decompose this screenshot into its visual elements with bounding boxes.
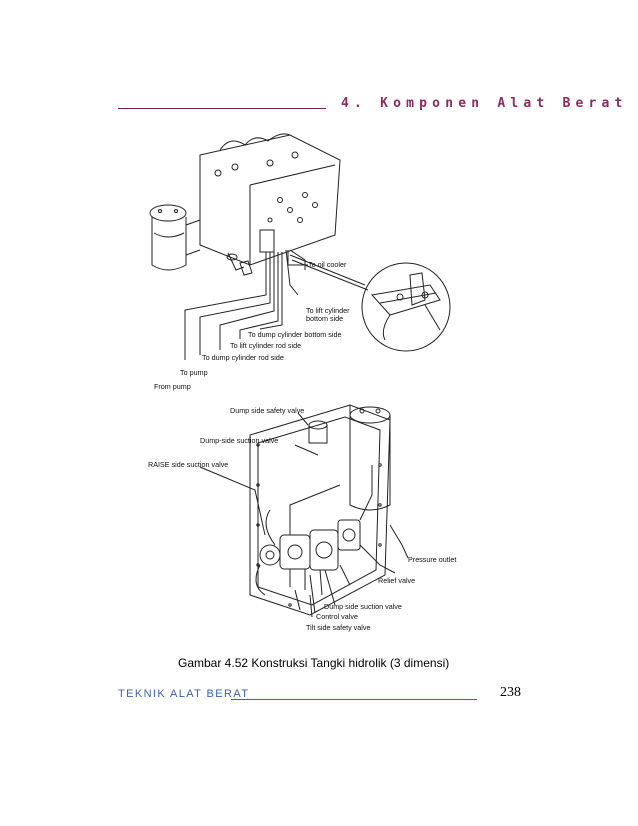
filter-cylinder xyxy=(151,217,187,271)
label-lift-bottom-1: To lift cylinder xyxy=(306,306,350,315)
detail-callout-circle xyxy=(361,262,451,352)
hydraulic-tank-figure: To oil cooler To lift cylinder bottom si… xyxy=(140,125,500,645)
label-dump-suction-2: Dump side suction valve xyxy=(324,602,402,611)
valve-cluster xyxy=(255,465,373,596)
page-number: 238 xyxy=(500,685,521,700)
label-lift-rod: To lift cylinder rod side xyxy=(230,341,301,350)
label-dump-suction: Dump-side suction valve xyxy=(200,436,278,445)
figure-caption: Gambar 4.52 Konstruksi Tangki hidrolik (… xyxy=(178,656,450,670)
label-control-valve: Control valve xyxy=(316,612,358,621)
label-dump-bottom: To dump cylinder bottom side xyxy=(248,330,341,339)
tank-body-outline xyxy=(199,134,341,266)
label-dump-rod: To dump cylinder rod side xyxy=(202,353,284,362)
hydraulic-tank-drawing: To oil cooler To lift cylinder bottom si… xyxy=(148,133,456,632)
label-tilt-safety: Tilt side safety valve xyxy=(306,623,370,632)
label-raise-suction: RAISE side suction valve xyxy=(148,460,228,469)
label-dump-safety: Dump side safety valve xyxy=(230,406,304,415)
filter-cylinder-bottom xyxy=(349,406,391,424)
label-to-pump: To pump xyxy=(180,368,208,377)
label-from-pump: From pump xyxy=(154,382,191,391)
header-rule xyxy=(118,108,326,109)
label-lift-bottom-2: bottom side xyxy=(306,314,343,323)
label-relief-valve: Relief valve xyxy=(378,576,415,585)
footer-rule xyxy=(231,699,477,700)
footer-book-title: TEKNIK ALAT BERAT xyxy=(118,688,250,700)
label-oil-cooler: To oil cooler xyxy=(308,260,347,269)
chapter-title: 4. Komponen Alat Berat xyxy=(341,96,628,111)
filter-cap xyxy=(149,204,187,222)
port-block xyxy=(259,229,275,253)
label-pressure-outlet: Pressure outlet xyxy=(408,555,456,564)
